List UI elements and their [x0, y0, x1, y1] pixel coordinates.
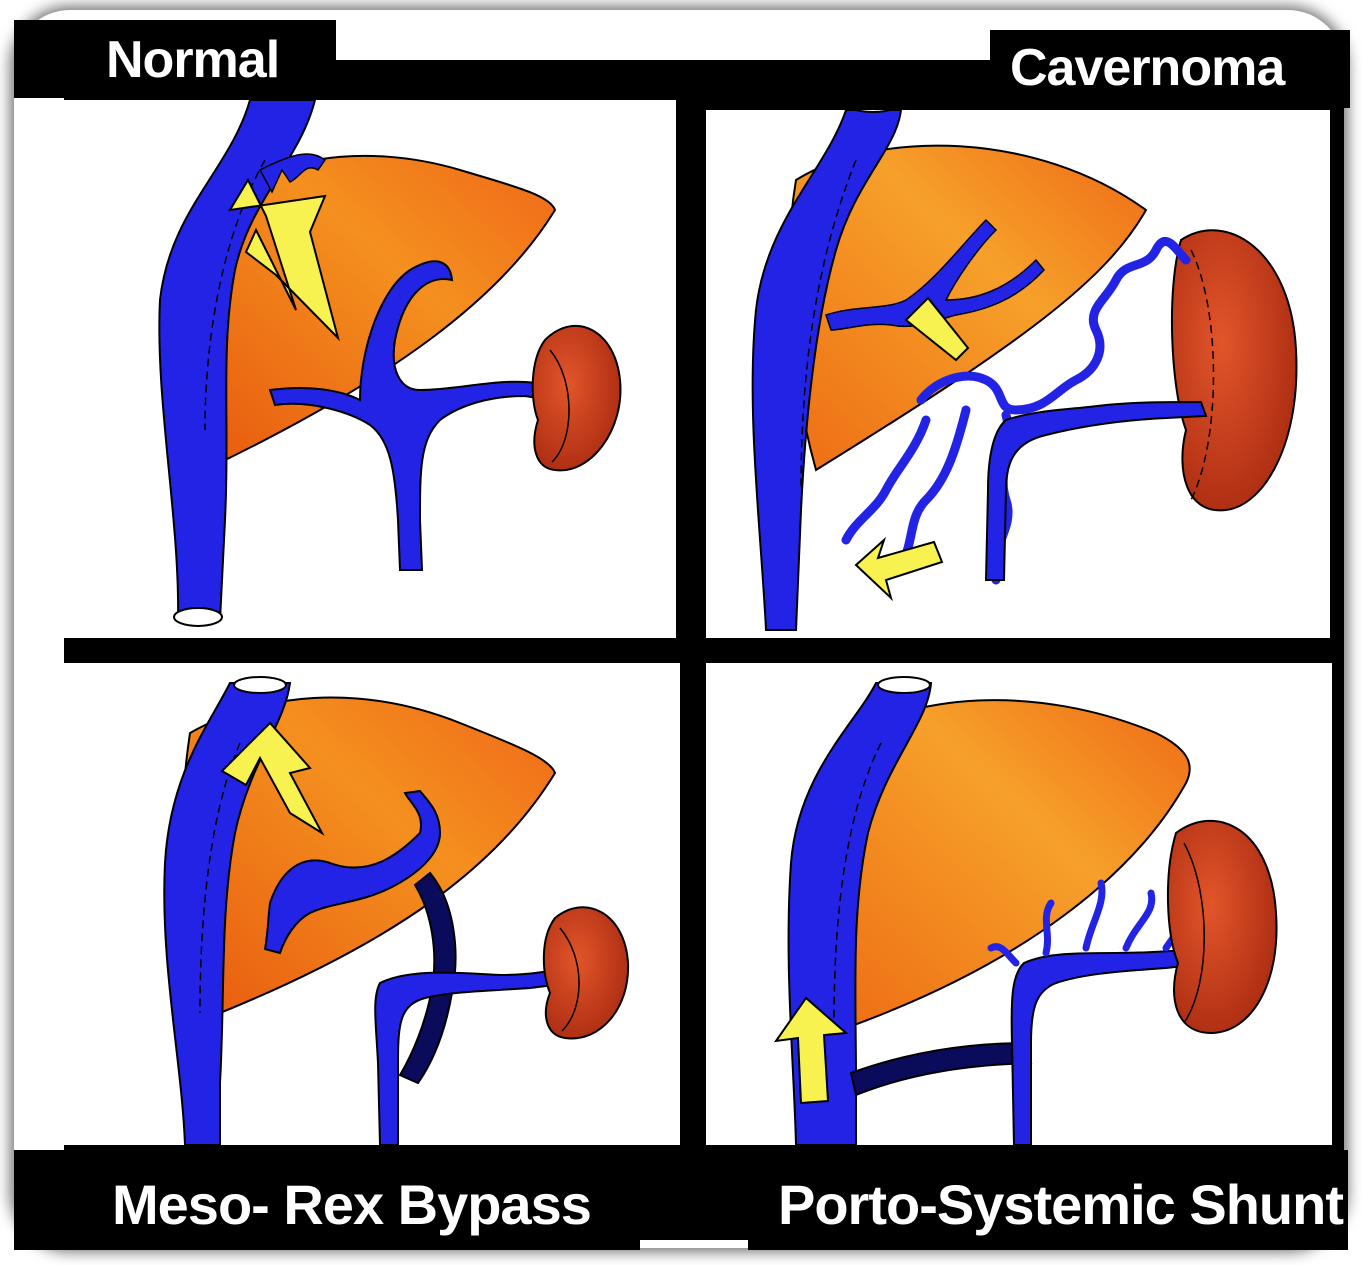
- spleen: [1168, 821, 1277, 1033]
- ivc-top-opening: [878, 677, 930, 693]
- label-tab-porto-systemic: Porto-Systemic Shunt: [748, 1150, 1348, 1250]
- panel-label-meso-rex: Meso- Rex Bypass: [112, 1172, 591, 1237]
- panel-meso-rex: [60, 663, 680, 1145]
- porto-systemic-illustration: [706, 663, 1332, 1145]
- cavernoma-illustration: [706, 110, 1330, 638]
- ivc-top-opening: [234, 677, 286, 693]
- panel-cavernoma: [706, 110, 1330, 638]
- label-tab-cavernoma: Cavernoma: [990, 30, 1350, 108]
- spleen: [1172, 230, 1297, 510]
- panel-label-normal: Normal: [106, 30, 279, 90]
- normal-illustration: [60, 100, 676, 638]
- spleen: [533, 326, 621, 470]
- label-tab-meso-rex: Meso- Rex Bypass: [14, 1150, 640, 1250]
- portosystemic-shunt-graft: [851, 1043, 1031, 1095]
- panel-normal: [60, 100, 676, 638]
- panel-label-cavernoma: Cavernoma: [1010, 38, 1284, 98]
- panel-label-porto-systemic: Porto-Systemic Shunt: [778, 1172, 1343, 1237]
- meso-rex-illustration: [60, 663, 680, 1145]
- splenic-mesenteric-vein: [375, 968, 570, 1145]
- spleen: [544, 907, 628, 1038]
- label-tab-normal: Normal: [14, 20, 336, 98]
- panel-porto-systemic: [706, 663, 1332, 1145]
- flow-arrow-down: [856, 540, 942, 598]
- splenic-vein: [986, 402, 1206, 580]
- ivc-opening: [174, 608, 222, 626]
